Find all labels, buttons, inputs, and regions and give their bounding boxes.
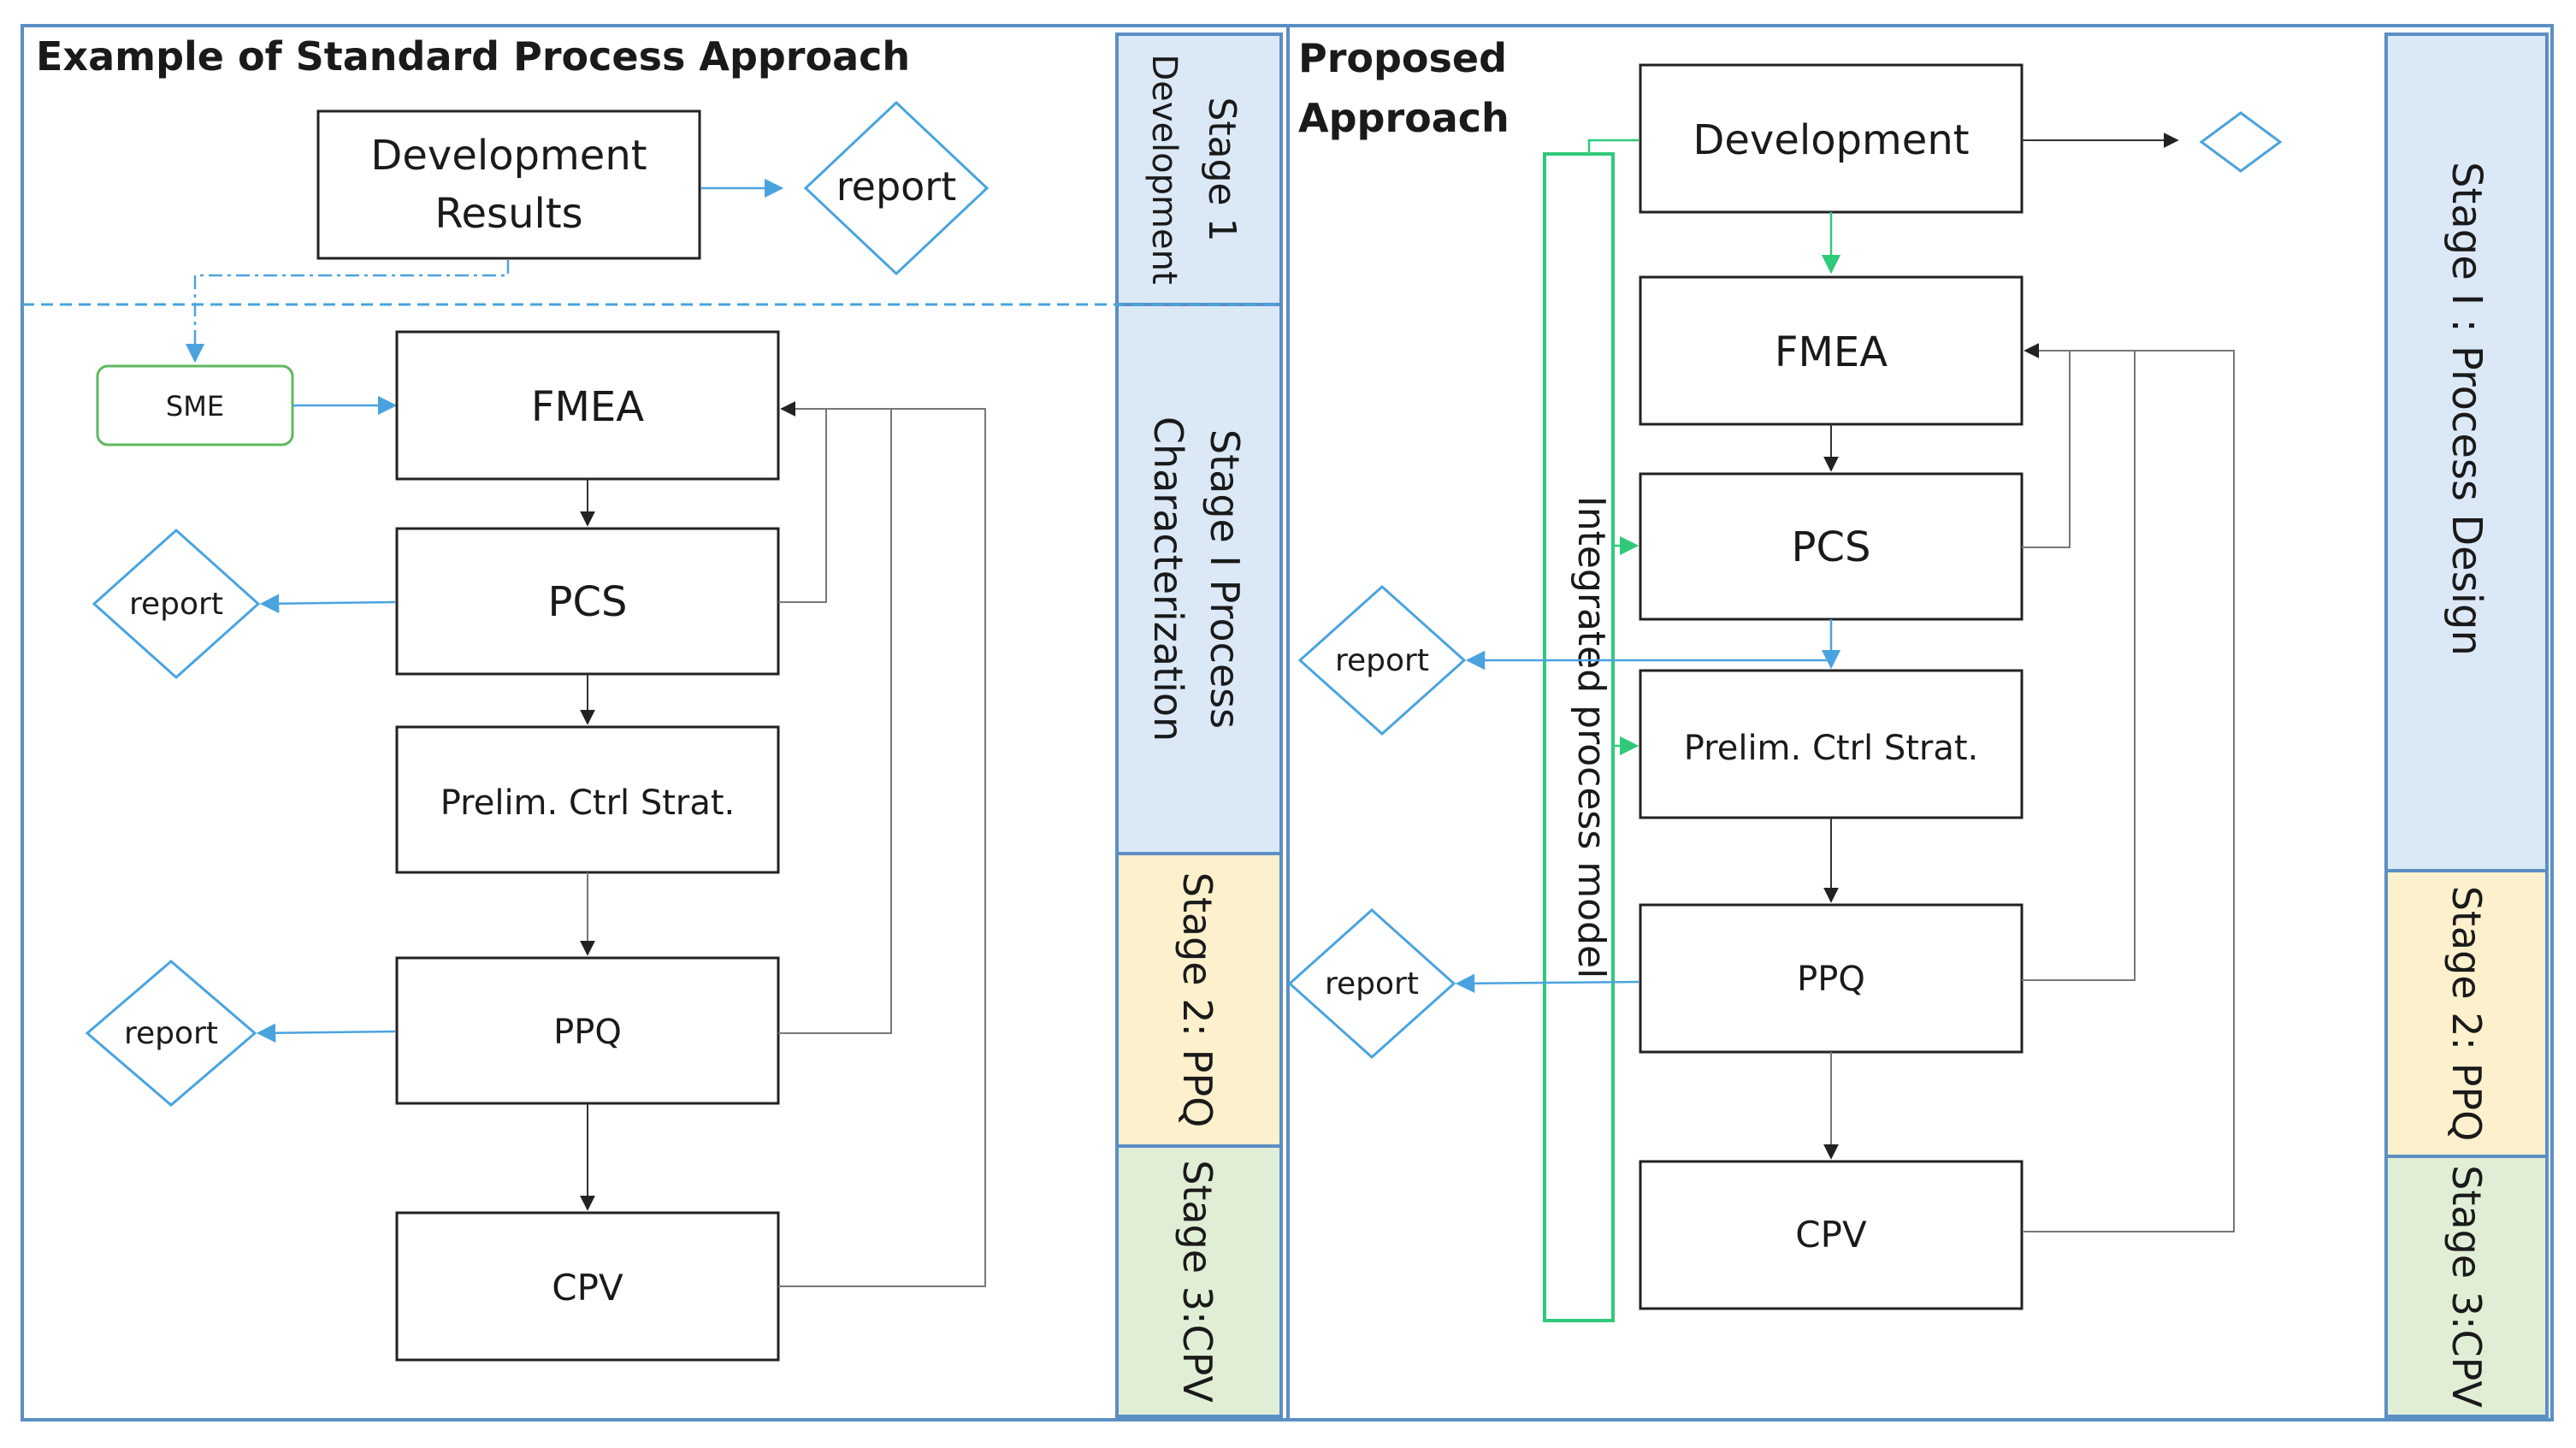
report-ppq-label: report	[124, 1016, 218, 1051]
left-fmea-box	[395, 330, 780, 481]
left-cpv-box	[395, 1211, 780, 1362]
right-stage3-band	[2384, 1155, 2549, 1418]
right-cpv-label: CPV	[1795, 1214, 1867, 1256]
left-pcs-box	[395, 527, 780, 676]
left-pcs-label: PCS	[548, 578, 628, 626]
left-stage1-label: Stage 1	[1200, 97, 1244, 241]
left-prelim-label: Prelim. Ctrl Strat.	[440, 783, 736, 823]
left-stage1-sublabel: Development	[1144, 54, 1184, 284]
left-stage-char-band	[1115, 303, 1283, 855]
right-title-line1: Proposed	[1298, 35, 1507, 81]
right-cpv-box	[1639, 1160, 2024, 1310]
report-top-label: report	[836, 163, 957, 210]
left-title: Example of Standard Process Approach	[36, 33, 910, 80]
left-stage-char-label: Stage I Process	[1202, 429, 1248, 729]
right-stage3-label: Stage 3:CPV	[2443, 1165, 2490, 1408]
right-development-label: Development	[1693, 116, 1969, 164]
left-stage3-band	[1115, 1144, 1283, 1418]
report-pcs-label: report	[129, 587, 223, 622]
right-fmea-box	[1639, 275, 2024, 426]
right-prelim-label: Prelim. Ctrl Strat.	[1684, 729, 1979, 768]
development-results-label-1: Development	[370, 132, 647, 180]
proposed-approach-panel: Stage I : Process Design Stage 2: PPQ St…	[1286, 24, 2554, 1421]
right-stage2-band	[2384, 869, 2549, 1158]
right-report-ppq-label: report	[1325, 966, 1419, 1002]
integrated-process-model-bar	[1543, 152, 1615, 1322]
right-report-diamond-pcs	[1297, 584, 1467, 736]
right-report-diamond-small	[2199, 111, 2283, 173]
left-stage1-band	[1115, 33, 1283, 306]
right-title-line2: Approach	[1298, 95, 1510, 141]
right-stage1-band	[2384, 33, 2549, 872]
left-stage2-label: Stage 2: PPQ	[1174, 872, 1220, 1128]
report-diamond-top	[803, 100, 990, 276]
right-stage1-label: Stage I : Process Design	[2443, 162, 2490, 656]
left-cpv-label: CPV	[552, 1267, 623, 1309]
integrated-process-model-label: Integrated process model	[1569, 496, 1613, 978]
right-stage2-label: Stage 2: PPQ	[2443, 886, 2490, 1142]
left-ppq-label: PPQ	[553, 1013, 622, 1052]
standard-approach-panel: Stage 1 Development Stage I Process Char…	[21, 24, 1290, 1421]
right-ppq-label: PPQ	[1797, 960, 1865, 999]
report-diamond-pcs	[92, 528, 261, 680]
development-results-box	[316, 109, 701, 260]
left-stage3-label: Stage 3:CPV	[1174, 1160, 1220, 1403]
report-diamond-ppq	[85, 960, 257, 1107]
right-fmea-label: FMEA	[1775, 328, 1888, 376]
right-panel-border	[1286, 24, 2554, 1421]
sme-label: SME	[166, 390, 224, 423]
left-stage-char-sublabel: Characterization	[1145, 417, 1191, 742]
right-prelim-box	[1639, 669, 2024, 819]
right-report-pcs-label: report	[1335, 643, 1429, 678]
right-pcs-label: PCS	[1792, 523, 1871, 571]
left-fmea-label: FMEA	[531, 383, 644, 431]
development-results-label-2: Results	[434, 190, 582, 238]
left-ppq-box	[395, 956, 780, 1105]
right-report-diamond-ppq	[1287, 907, 1456, 1060]
left-prelim-box	[395, 725, 780, 874]
right-development-box	[1639, 63, 2024, 214]
